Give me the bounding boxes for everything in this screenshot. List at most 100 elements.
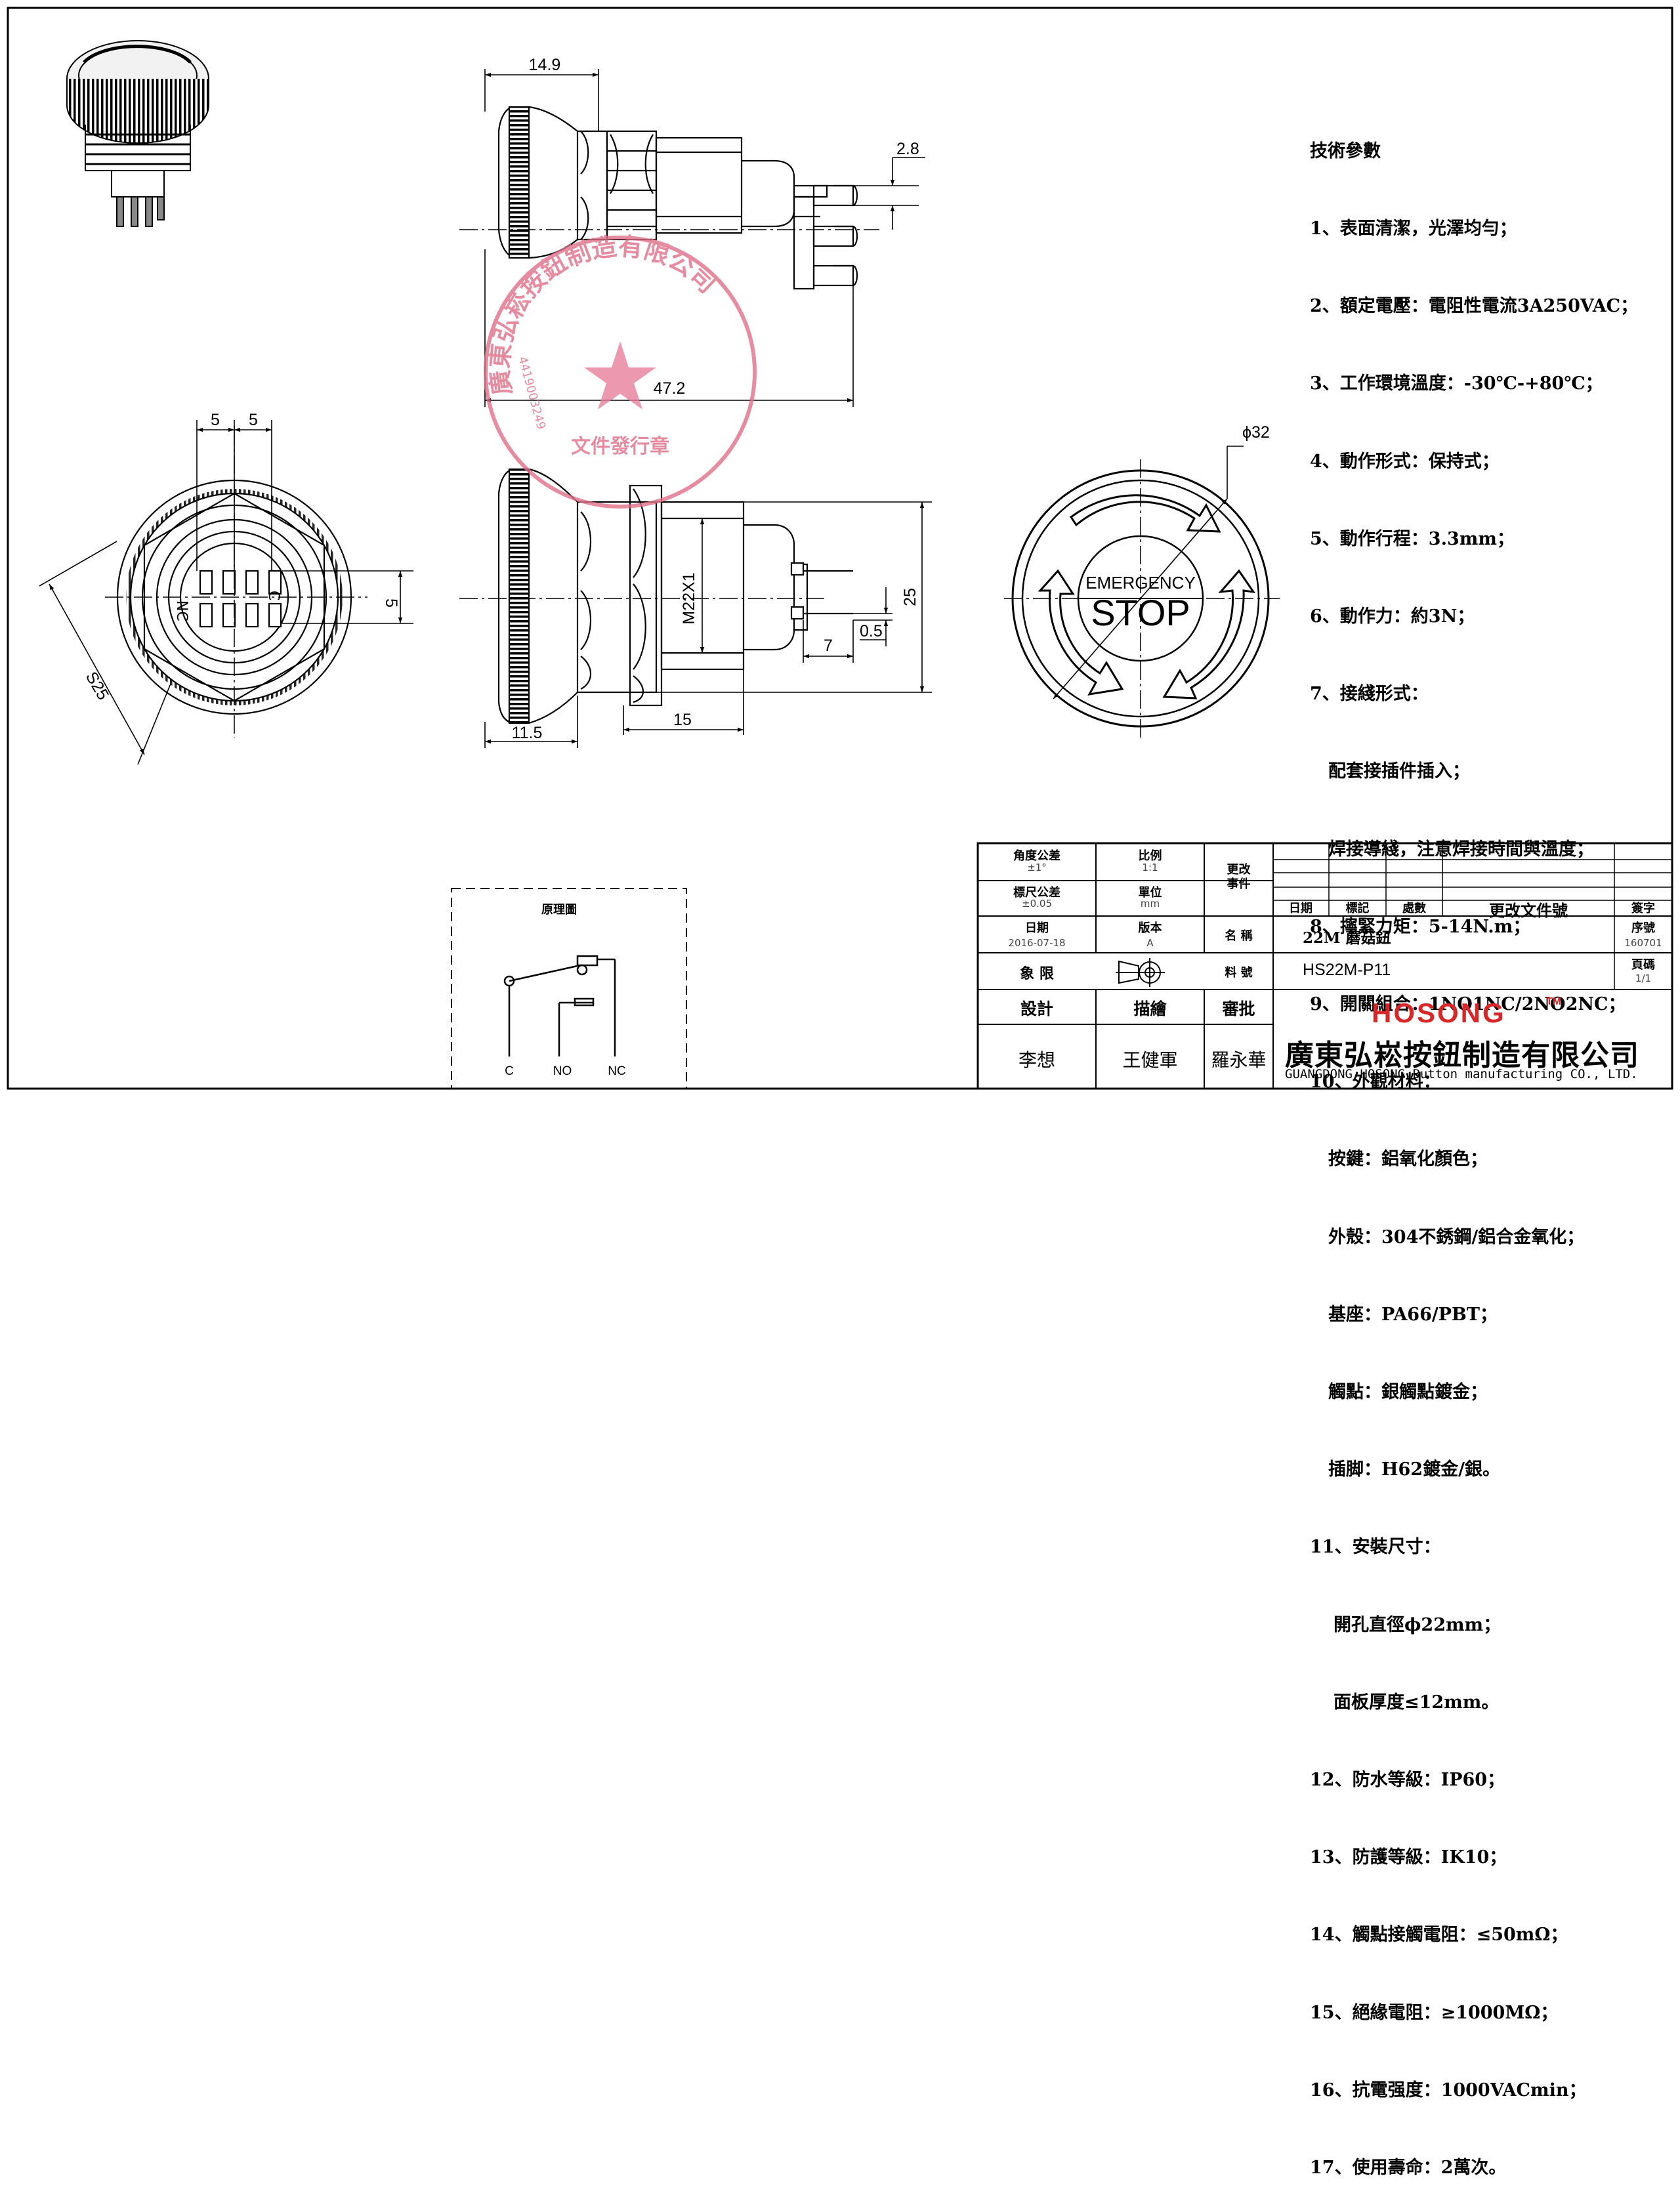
- brand-tm: TM: [1546, 996, 1562, 1007]
- page-value: 1/1: [1635, 972, 1652, 984]
- isometric-view: [66, 40, 209, 227]
- date-label: 日期: [1025, 921, 1049, 935]
- draw-label: 描繪: [1133, 999, 1167, 1018]
- rev-header-count: 處數: [1402, 902, 1426, 915]
- spec-item: 9、開關組合：1NO1NC/2NO2NC；: [1310, 994, 1626, 1015]
- spec-item: 3、工作環境溫度：-30℃-+80℃；: [1310, 373, 1603, 394]
- serial-label: 序號: [1631, 921, 1655, 935]
- approve-label: 審批: [1222, 999, 1255, 1018]
- side-view-bottom: [497, 468, 853, 724]
- dim-label: 5: [211, 411, 220, 429]
- spec-item: 16、抗電强度：1000VACmin；: [1310, 2079, 1587, 2100]
- unit-label: 單位: [1138, 886, 1162, 900]
- title-block-grid: [976, 842, 1673, 1090]
- spec-item: 8、擰緊力矩：5-14N.m；: [1310, 916, 1531, 937]
- dim-0-5: [853, 587, 892, 646]
- dim-label: 5: [382, 598, 400, 608]
- dim-2-8: [847, 157, 925, 230]
- dim-label: 14.9: [529, 56, 561, 74]
- spec-item: 10、外觀材料：: [1310, 1072, 1441, 1093]
- spec-item: 焊接導綫，注意焊接時間與溫度；: [1328, 839, 1594, 860]
- spec-item: 開孔直徑ϕ22mm；: [1334, 1614, 1502, 1635]
- dim-tol-label: 標尺公差: [1013, 886, 1060, 900]
- spec-item: 2、額定電壓：電阻性電流3A250VAC；: [1310, 296, 1639, 317]
- terminal-mark-nc: NC: [173, 600, 190, 621]
- dim-5-5: [196, 420, 272, 571]
- rev-header-doc: 更改文件號: [1489, 901, 1568, 920]
- dim-label: ϕ32: [1242, 423, 1270, 442]
- rev-header-sign: 簽字: [1631, 902, 1655, 915]
- spec-item: 1、表面清潔，光澤均勻；: [1310, 219, 1517, 240]
- drafter-name: 王健軍: [1122, 1049, 1178, 1071]
- dim-label: 15: [673, 711, 692, 729]
- dim-25: [656, 501, 932, 693]
- spec-item: 6、動作力：約3N；: [1310, 606, 1475, 627]
- dim-diameter: [1053, 446, 1244, 700]
- angle-tol-label: 角度公差: [1013, 849, 1060, 863]
- stamp-sub: 文件發行章: [571, 435, 669, 458]
- schematic-title: 原理圖: [541, 903, 577, 917]
- spec-item: 基座：PA66/PBT；: [1328, 1304, 1498, 1325]
- terminal-mark-c: C: [265, 591, 282, 600]
- dim-label: S25: [82, 669, 112, 703]
- spec-item: 11、安裝尺寸：: [1310, 1537, 1441, 1558]
- name-value: 22M 蘑菇鈕: [1303, 929, 1391, 947]
- part-label: 料 號: [1225, 966, 1253, 980]
- spec-item: 插脚：H62鍍金/銀。: [1328, 1459, 1500, 1480]
- dim-label: 2.8: [896, 140, 919, 158]
- spec-item: 12、防水等級：IP60；: [1310, 1770, 1505, 1791]
- spec-item: 7、接綫形式：: [1310, 684, 1429, 705]
- projection-symbol: [1116, 958, 1165, 987]
- dim-label: 7: [824, 637, 833, 655]
- projection-label: 象 限: [1020, 965, 1054, 982]
- dim-tol-value: ±0.05: [1022, 898, 1052, 909]
- company-name-en: GUANGDONG HOSONG Button manufacturing CO…: [1285, 1067, 1638, 1081]
- spec-item: 面板厚度≤12mm。: [1334, 1692, 1500, 1713]
- spec-item: 13、防護等級：IK10；: [1310, 1847, 1507, 1868]
- dim-7: [803, 620, 854, 663]
- date-value: 2016-07-18: [1008, 937, 1066, 949]
- spec-item: 配套接插件插入；: [1328, 761, 1470, 782]
- dim-label: 5: [249, 411, 258, 429]
- dim-label: 47.2: [654, 379, 686, 398]
- spec-item: 觸點：銀觸點鍍金；: [1328, 1382, 1488, 1403]
- spec-item: 14、觸點接觸電阻：≤50mΩ；: [1310, 1925, 1568, 1946]
- spec-item: 15、絕緣電阻：≥1000MΩ；: [1310, 2002, 1559, 2023]
- company-stamp: 廣東弘崧按鈕制造有限公司 文件發行章 4419003249: [484, 231, 757, 509]
- spec-item: 按鍵：鋁氧化顏色；: [1328, 1149, 1488, 1170]
- schematic-label-c: C: [505, 1064, 514, 1078]
- sheet-border: [7, 7, 1673, 1090]
- dim-label: 11.5: [512, 724, 543, 742]
- spec-item: 外殼：304不銹鋼/鋁合金氧化；: [1328, 1226, 1585, 1247]
- version-label: 版本: [1138, 921, 1162, 935]
- dim-11-5-15: [484, 669, 744, 748]
- company-name-cn: 廣東弘崧按鈕制造有限公司: [1285, 1039, 1639, 1072]
- dim-5-side: [282, 570, 413, 624]
- schematic-label-no: NO: [553, 1064, 572, 1078]
- spec-item: 5、動作行程：3.3mm；: [1310, 528, 1515, 549]
- dim-label: 0.5: [860, 622, 883, 640]
- rev-header-mark: 標記: [1345, 902, 1370, 915]
- dim-s25: [39, 541, 171, 765]
- spec-item: 4、動作形式：保持式；: [1310, 451, 1500, 472]
- version-value: A: [1146, 937, 1154, 949]
- name-label: 名 稱: [1225, 929, 1253, 943]
- schematic-box: [451, 888, 687, 1089]
- approver-name: 羅永華: [1211, 1049, 1267, 1071]
- unit-value: mm: [1140, 898, 1160, 909]
- serial-value: 160701: [1624, 937, 1662, 949]
- button-text-emergency: EMERGENCY: [1085, 573, 1196, 593]
- scale-label: 比例: [1138, 849, 1162, 863]
- design-label: 設計: [1020, 999, 1053, 1018]
- schematic-label-nc: NC: [608, 1064, 625, 1078]
- dim-14-9: [484, 69, 599, 131]
- brand-logo: HOSONG: [1372, 997, 1506, 1028]
- dim-label: 25: [901, 588, 919, 606]
- page-label: 頁碼: [1631, 958, 1655, 972]
- rev-header-date: 日期: [1289, 902, 1312, 915]
- stamp-code: 4419003249: [515, 355, 548, 431]
- spec-item: 17、使用壽命：2萬次。: [1310, 2158, 1507, 2179]
- part-value: HS22M-P11: [1303, 961, 1391, 979]
- angle-tol-value: ±1°: [1027, 862, 1047, 873]
- spec-list: 技術參數 1、表面清潔，光澤均勻； 2、額定電壓：電阻性電流3A250VAC； …: [1310, 87, 1638, 2193]
